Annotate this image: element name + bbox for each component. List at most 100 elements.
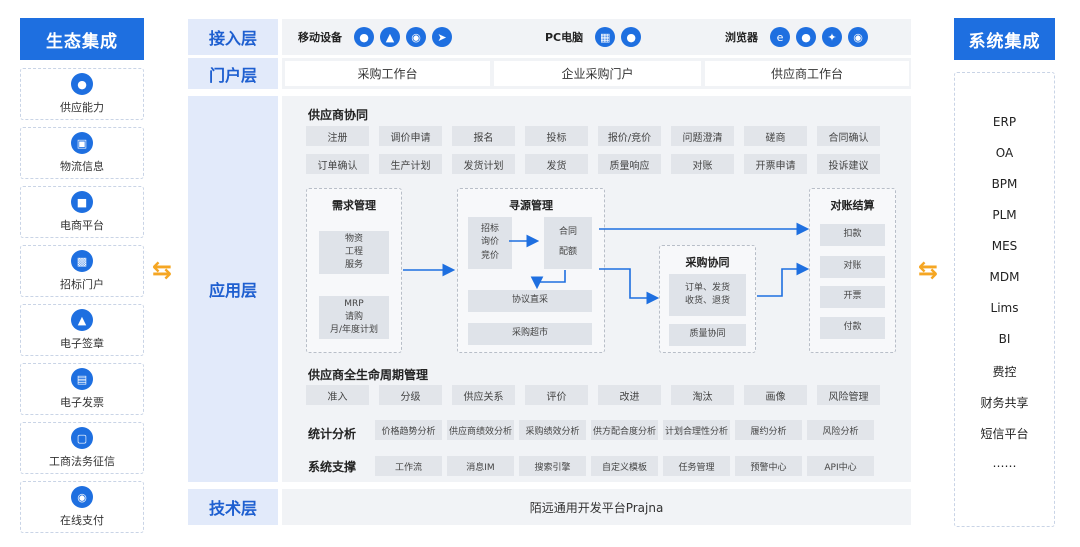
quality-collab-button[interactable]: 质量协同 [669,324,746,346]
people-icon: ● [71,73,93,95]
portal-purchase-workbench[interactable]: 采购工作台 [285,61,490,86]
ecosystem-item-label: 供应能力 [60,101,104,114]
supplier-collab-chip[interactable]: 投标 [525,126,588,146]
lifecycle-chip[interactable]: 评价 [525,385,588,405]
supplier-collab-chip[interactable]: 发货计划 [452,154,515,174]
ecosystem-item-label: 电商平台 [60,219,104,232]
ecosystem-item-einvoice[interactable]: ▤ 电子发票 [20,363,144,415]
system-integration-item[interactable]: PLM [992,208,1017,222]
support-chip[interactable]: 预警中心 [735,456,802,476]
swap-arrows-icon: ⇆ [918,256,939,284]
lifecycle-chip[interactable]: 风险管理 [817,385,880,405]
system-integration-item[interactable]: …… [992,456,1017,470]
system-integration-item[interactable]: Lims [990,301,1019,315]
sourcing-box-bidding[interactable]: 招标 询价 竞价 [468,217,512,269]
stats-chip[interactable]: 履约分析 [735,420,802,440]
stats-chip[interactable]: 供方配合度分析 [591,420,658,440]
portal-supplier-workbench[interactable]: 供应商工作台 [705,61,909,86]
device-group-label: PC电脑 [545,31,584,44]
stats-chip[interactable]: 供应商绩效分析 [447,420,514,440]
stats-chip[interactable]: 计划合理性分析 [663,420,730,440]
supplier-collab-chip[interactable]: 质量响应 [598,154,661,174]
wechat-icon: ◉ [406,27,426,47]
support-chip[interactable]: 自定义模板 [591,456,658,476]
stats-chip[interactable]: 价格趋势分析 [375,420,442,440]
ecosystem-item-logistics[interactable]: ▣ 物流信息 [20,127,144,179]
settlement-deduction[interactable]: 扣款 [820,224,885,246]
procurement-collab-box: 采购协同 订单、发货 收货、退货 质量协同 [659,245,756,353]
swap-arrows-icon: ⇆ [152,256,173,284]
settlement-payment[interactable]: 付款 [820,317,885,339]
device-group-browser: 浏览器 e ● ✦ ◉ [725,19,874,55]
apple-icon: ● [621,27,642,47]
system-integration-item[interactable]: 费控 [992,365,1017,379]
system-integration-item[interactable]: BPM [991,177,1018,191]
supplier-collab-chip[interactable]: 注册 [306,126,369,146]
supplier-collab-chip[interactable]: 发货 [525,154,588,174]
cart-icon: ■ [71,191,93,213]
settlement-invoice[interactable]: 开票 [820,286,885,308]
supplier-collab-chip[interactable]: 对账 [671,154,734,174]
demand-box-materials[interactable]: 物资 工程 服务 [319,231,389,274]
lifecycle-chip[interactable]: 画像 [744,385,807,405]
system-integration-item[interactable]: MDM [989,270,1020,284]
system-integration-item[interactable]: ERP [992,115,1017,129]
direct-agreement-button[interactable]: 协议直采 [468,290,592,312]
system-integration-item[interactable]: 短信平台 [980,427,1029,441]
ecosystem-panel: 生态集成 ● 供应能力 ▣ 物流信息 ■ 电商平台 ▩ 招标门户 ▲ 电子签章 … [20,18,144,540]
supplier-collab-chip[interactable]: 磋商 [744,126,807,146]
supplier-collab-chip[interactable]: 投诉建议 [817,154,880,174]
supplier-collab-chip[interactable]: 问题澄清 [671,126,734,146]
portal-enterprise-purchase[interactable]: 企业采购门户 [494,61,701,86]
ecosystem-item-ecommerce[interactable]: ■ 电商平台 [20,186,144,238]
ie-icon: e [770,27,790,47]
system-integration-item[interactable]: 财务共享 [980,396,1029,410]
lifecycle-chip[interactable]: 改进 [598,385,661,405]
sourcing-management-box: 寻源管理 招标 询价 竞价 合同 配额 协议直采 采购超市 [457,188,605,353]
access-layer-body: 移动设备 ● ▲ ◉ ➤ PC电脑 ▦ ● 浏览器 e ● ✦ ◉ [282,19,911,55]
procurement-order-box[interactable]: 订单、发货 收货、退货 [669,274,746,316]
stats-chip[interactable]: 风险分析 [807,420,874,440]
ecosystem-title: 生态集成 [20,18,144,60]
ecosystem-item-payment[interactable]: ◉ 在线支付 [20,481,144,533]
lifecycle-chip[interactable]: 分级 [379,385,442,405]
share-icon: ➤ [432,27,452,47]
ecosystem-item-bidding[interactable]: ▩ 招标门户 [20,245,144,297]
support-chip[interactable]: 搜索引擎 [519,456,586,476]
portal-layer: 门户层 采购工作台 企业采购门户 供应商工作台 [188,58,911,89]
system-integration-item[interactable]: MES [991,239,1018,253]
support-chip[interactable]: 任务管理 [663,456,730,476]
support-chip[interactable]: 消息IM [447,456,514,476]
ecosystem-list: ● 供应能力 ▣ 物流信息 ■ 电商平台 ▩ 招标门户 ▲ 电子签章 ▤ 电子发… [20,68,144,533]
procurement-mall-button[interactable]: 采购超市 [468,323,592,345]
support-chip[interactable]: API中心 [807,456,874,476]
supplier-collab-chip[interactable]: 订单确认 [306,154,369,174]
supplier-collab-title: 供应商协同 [308,108,369,122]
supplier-collab-chip[interactable]: 开票申请 [744,154,807,174]
lifecycle-chip[interactable]: 淘汰 [671,385,734,405]
sourcing-item: 配额 [558,247,577,257]
stats-chip[interactable]: 采购绩效分析 [519,420,586,440]
system-integration-item[interactable]: BI [998,332,1011,346]
credit-icon: ▢ [71,427,93,449]
ecosystem-item-esign[interactable]: ▲ 电子签章 [20,304,144,356]
lifecycle-chip[interactable]: 供应关系 [452,385,515,405]
payment-icon: ◉ [71,486,93,508]
supplier-collab-chip[interactable]: 合同确认 [817,126,880,146]
support-title: 系统支撑 [308,460,357,474]
sourcing-box-contract[interactable]: 合同 配额 [544,217,592,269]
lifecycle-chip[interactable]: 准入 [306,385,369,405]
stats-title: 统计分析 [308,427,357,441]
supplier-collab-chip[interactable]: 报价/竞价 [598,126,661,146]
supplier-collab-chip[interactable]: 调价申请 [379,126,442,146]
application-layer-body: 供应商协同 注册调价申请报名投标报价/竞价问题澄清磋商合同确认 订单确认生产计划… [282,96,911,482]
supplier-collab-chip[interactable]: 报名 [452,126,515,146]
ecosystem-item-credit[interactable]: ▢ 工商法务征信 [20,422,144,474]
settlement-reconcile[interactable]: 对账 [820,256,885,278]
supplier-collab-chip[interactable]: 生产计划 [379,154,442,174]
ecosystem-item-label: 物流信息 [60,160,104,173]
demand-box-planning[interactable]: MRP 请购 月/年度计划 [319,296,389,339]
support-chip[interactable]: 工作流 [375,456,442,476]
system-integration-item[interactable]: OA [995,146,1014,160]
ecosystem-item-supply[interactable]: ● 供应能力 [20,68,144,120]
